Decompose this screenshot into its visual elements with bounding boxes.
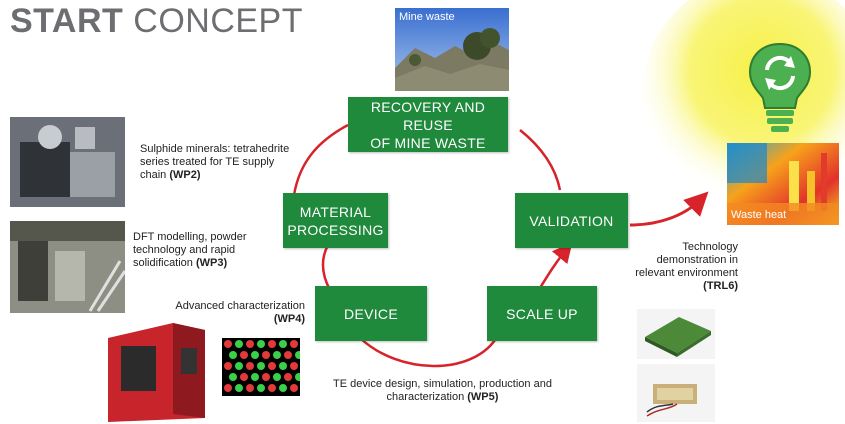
- microscopy-dot: [279, 362, 287, 370]
- arc-scaleup-to-validation: [538, 242, 573, 289]
- microscopy-dot: [246, 384, 254, 392]
- microscopy-dot: [273, 373, 281, 381]
- device-box: DEVICE: [315, 286, 427, 341]
- red-instrument-photo: [103, 318, 210, 424]
- microscopy-dot: [240, 351, 248, 359]
- microscopy-dot: [240, 373, 248, 381]
- material-processing-box: MATERIAL PROCESSING: [283, 193, 388, 248]
- validation-box: VALIDATION: [515, 193, 628, 248]
- trl-text: Technology demonstration in relevant env…: [635, 241, 738, 279]
- microscopy-dot: [295, 351, 300, 359]
- wp3-note: DFT modelling, powder technology and rap…: [133, 231, 295, 270]
- microscopy-dot: [262, 351, 270, 359]
- microscopy-dot: [224, 384, 232, 392]
- te-module-photo-2: [637, 364, 715, 422]
- microscopy-dot: [224, 340, 232, 348]
- wp4-tag: (WP4): [273, 313, 305, 325]
- microscopy-dot: [229, 351, 237, 359]
- title-light: CONCEPT: [133, 2, 303, 40]
- trl-note: Technology demonstration in relevant env…: [615, 241, 738, 293]
- lightbulb-recycle-icon: [748, 42, 812, 132]
- microscopy-dot: [257, 340, 265, 348]
- microscopy-dot: [251, 373, 259, 381]
- microscopy-dot: [246, 362, 254, 370]
- microscopy-dot: [262, 373, 270, 381]
- waste-heat-photo: Waste heat: [727, 143, 839, 225]
- microscopy-dot: [235, 384, 243, 392]
- wp2-text: Sulphide minerals: tetrahedrite series t…: [140, 143, 290, 181]
- wp4-text: Advanced characterization: [175, 300, 305, 312]
- wp2-note: Sulphide minerals: tetrahedrite series t…: [140, 143, 295, 182]
- microscopy-dot: [295, 373, 300, 381]
- title-bold: START: [10, 2, 124, 40]
- wp5-tag: (WP5): [467, 391, 499, 403]
- wp2-tag: (WP2): [169, 169, 201, 181]
- arrow-validation-to-waste-heat: [629, 191, 709, 227]
- te-module-photo-1: [637, 309, 715, 359]
- microscopy-dot: [290, 340, 298, 348]
- lab-equipment-photo-2: [10, 221, 125, 313]
- microscopy-dot: [268, 384, 276, 392]
- wp3-text: DFT modelling, powder technology and rap…: [133, 231, 247, 269]
- microscopy-image: [222, 338, 300, 396]
- scale-up-box: SCALE UP: [487, 286, 597, 341]
- page-title: START CONCEPT: [10, 2, 303, 41]
- arc-material-to-device: [321, 244, 332, 291]
- microscopy-dot: [257, 362, 265, 370]
- microscopy-dot: [235, 340, 243, 348]
- microscopy-dot: [284, 373, 292, 381]
- arc-validation-to-recovery: [519, 129, 562, 191]
- microscopy-dot: [224, 362, 232, 370]
- microscopy-dot: [284, 351, 292, 359]
- microscopy-dot: [290, 384, 298, 392]
- wp5-text: TE device design, simulation, production…: [333, 378, 552, 403]
- microscopy-dot: [273, 351, 281, 359]
- arc-device-to-scaleup: [359, 337, 497, 368]
- microscopy-dot: [229, 373, 237, 381]
- microscopy-dot: [251, 351, 259, 359]
- microscopy-dot: [268, 340, 276, 348]
- microscopy-dot: [279, 384, 287, 392]
- microscopy-dot: [257, 384, 265, 392]
- arc-recovery-to-material: [292, 123, 349, 196]
- wp5-note: TE device design, simulation, production…: [330, 378, 555, 404]
- trl-tag: (TRL6): [703, 280, 738, 292]
- wp3-tag: (WP3): [195, 257, 228, 269]
- microscopy-dot: [290, 362, 298, 370]
- microscopy-dot: [279, 340, 287, 348]
- recovery-box: RECOVERY AND REUSE OF MINE WASTE: [348, 97, 508, 152]
- mine-waste-photo: Mine waste: [395, 8, 509, 91]
- waste-heat-label: Waste heat: [731, 209, 787, 221]
- microscopy-dot: [268, 362, 276, 370]
- microscopy-dot: [235, 362, 243, 370]
- wp4-note: Advanced characterization (WP4): [175, 300, 305, 326]
- microscopy-dot: [246, 340, 254, 348]
- mine-waste-label: Mine waste: [399, 11, 455, 23]
- lab-equipment-photo-1: [10, 117, 125, 207]
